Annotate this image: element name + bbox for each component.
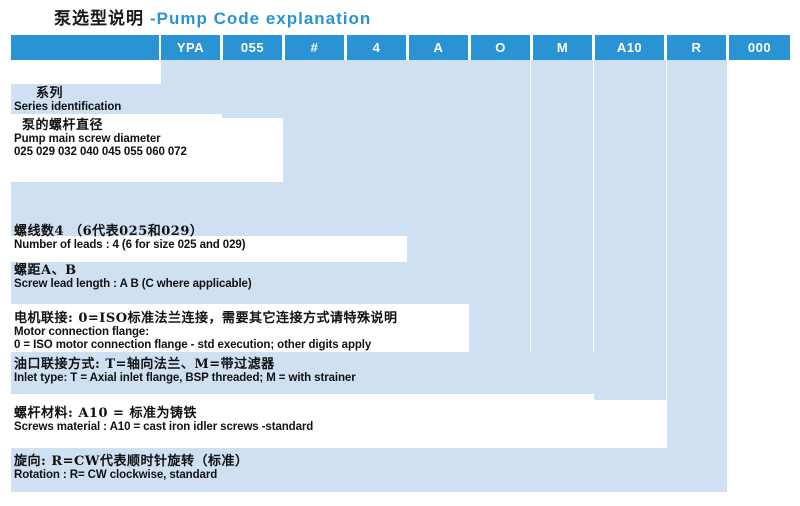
row-motor-flange-cn: 电机联接: 0=ISO标准法兰连接，需要其它连接方式请特殊说明	[14, 311, 398, 326]
page-title-cn: 泵选型说明	[54, 9, 144, 29]
code-cell-055[interactable]: 055	[223, 35, 282, 60]
stripe-O	[469, 60, 530, 352]
code-cell-m[interactable]: M	[533, 35, 592, 60]
row-inlet-type-cn: 油口联接方式: T=轴向法兰、M=带过滤器	[14, 357, 275, 372]
row-leads: 螺线数4 （6代表025和029） Number of leads : 4 (6…	[14, 224, 246, 252]
row-series-en: Series identification	[14, 101, 122, 113]
stripe-M	[531, 60, 593, 352]
code-cell-000[interactable]: 000	[729, 35, 790, 60]
row-screw-diameter-cn: 泵的螺杆直径	[22, 118, 104, 133]
code-cell-4[interactable]: 4	[347, 35, 406, 60]
stripe-hash	[283, 60, 345, 182]
row-lead-length-en: Screw lead length : A B (C where applica…	[14, 278, 252, 290]
row-inlet-type-en: Inlet type: T = Axial inlet flange, BSP …	[14, 372, 356, 384]
stripe-A10	[594, 60, 666, 400]
band-leads-block	[11, 182, 407, 236]
band-inlet-type	[11, 352, 603, 394]
row-motor-flange-en1: Motor connection flange:	[14, 326, 149, 338]
row-lead-length: 螺距A、B Screw lead length : A B (C where a…	[14, 263, 252, 291]
row-rotation-en: Rotation : R= CW clockwise, standard	[14, 469, 218, 481]
row-screw-diameter: 泵的螺杆直径 Pump main screw diameter 025 029 …	[14, 118, 187, 159]
code-cell-o[interactable]: O	[471, 35, 530, 60]
stripe-ypa	[161, 60, 222, 84]
row-series: 系列 Series identification	[14, 86, 121, 114]
page-title-en: -Pump Code explanation	[150, 9, 372, 28]
row-inlet-type: 油口联接方式: T=轴向法兰、M=带过滤器 Inlet type: T = Ax…	[14, 357, 356, 385]
row-rotation-cn: 旋向: R=CW代表顺时针旋转（标准）	[14, 454, 249, 469]
row-screw-material-en: Screws material : A10 = cast iron idler …	[14, 421, 314, 433]
code-cell-a10[interactable]: A10	[595, 35, 664, 60]
row-series-cn: 系列	[36, 86, 64, 101]
code-cell-ypa[interactable]: YPA	[161, 35, 220, 60]
page-title: 泵选型说明 -Pump Code explanation	[54, 4, 371, 29]
row-leads-cn: 螺线数4 （6代表025和029）	[14, 224, 204, 239]
band-lead-length-2	[11, 262, 479, 304]
band-series	[11, 84, 222, 114]
row-rotation: 旋向: R=CW代表顺时针旋转（标准） Rotation : R= CW clo…	[14, 454, 248, 482]
row-lead-length-cn: 螺距A、B	[14, 263, 77, 278]
stripe-A	[407, 60, 469, 304]
row-screw-material: 螺杆材料: A10 = 标准为铸铁 Screws material : A10 …	[14, 406, 313, 434]
row-motor-flange: 电机联接: 0=ISO标准法兰连接，需要其它连接方式请特殊说明 Motor co…	[14, 311, 398, 352]
code-cell-a[interactable]: A	[409, 35, 468, 60]
stripe-055	[222, 60, 283, 118]
band-rotation	[11, 448, 727, 492]
row-motor-flange-en2: 0 = ISO motor connection flange - std ex…	[14, 339, 372, 351]
row-leads-en: Number of leads : 4 (6 for size 025 and …	[14, 239, 246, 251]
stripe-R	[667, 60, 727, 448]
stripe-4	[345, 60, 407, 182]
row-screw-diameter-en1: Pump main screw diameter	[14, 133, 161, 145]
code-cell-r[interactable]: R	[667, 35, 726, 60]
header-left-bar	[11, 35, 159, 60]
code-cell-hash[interactable]: #	[285, 35, 344, 60]
row-screw-diameter-en2: 025 029 032 040 045 055 060 072	[14, 146, 187, 158]
row-screw-material-cn: 螺杆材料: A10 = 标准为铸铁	[14, 406, 197, 421]
